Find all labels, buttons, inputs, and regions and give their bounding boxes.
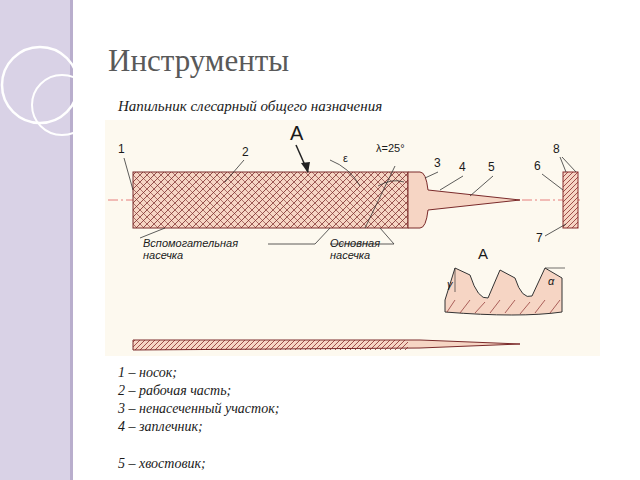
callout-number: 6 xyxy=(534,160,541,173)
file-body xyxy=(133,172,408,228)
legend-line: 3 – ненасеченный участок; xyxy=(118,401,279,416)
cross-section xyxy=(563,172,578,228)
callout-number: 5 xyxy=(488,161,495,174)
file-tang xyxy=(408,172,520,228)
angle-symbol: ε xyxy=(343,152,348,164)
angle-arc xyxy=(378,181,404,186)
decor-circle xyxy=(32,75,92,135)
cross-section-hatch xyxy=(563,172,578,228)
file-side-view xyxy=(133,340,520,350)
cut-label: Основная насечка xyxy=(330,237,400,261)
side-strip xyxy=(0,0,70,480)
angle-line xyxy=(455,268,456,292)
subtitle: Напильник слесарный общего назначения xyxy=(118,98,382,115)
section-mark: A xyxy=(478,246,488,263)
callout-number: 2 xyxy=(242,146,249,159)
tooth-hatch xyxy=(447,300,560,314)
callout-number: 8 xyxy=(553,143,560,156)
callout-number: 7 xyxy=(536,232,543,245)
section-mark: A xyxy=(290,122,303,144)
angle-line xyxy=(545,268,565,269)
callout-number: 4 xyxy=(459,161,466,174)
angle-symbol: γ xyxy=(447,278,453,290)
side-view-teeth xyxy=(133,340,408,350)
angle-value: λ=25° xyxy=(376,142,405,154)
legend-line: 5 – хвостовик; xyxy=(118,456,206,471)
file-teeth xyxy=(133,172,408,228)
strip-border xyxy=(70,0,73,480)
legend-line: 2 – рабочая часть; xyxy=(118,383,231,398)
legend-line: 4 – заплечник; xyxy=(118,419,203,434)
cut-label: Вспомогательная насечка xyxy=(143,237,268,261)
legend-line: 1 – носок; xyxy=(118,365,177,380)
tooth-profile xyxy=(445,268,562,315)
angle-line xyxy=(365,166,395,228)
leader-lines xyxy=(124,157,576,244)
callout-number: 3 xyxy=(434,157,441,170)
section-arrowhead xyxy=(301,162,310,173)
slide-title: Инструменты xyxy=(108,44,289,78)
callout-number: 1 xyxy=(118,143,125,156)
angle-symbol: α xyxy=(548,275,554,287)
image-ground xyxy=(105,120,600,356)
